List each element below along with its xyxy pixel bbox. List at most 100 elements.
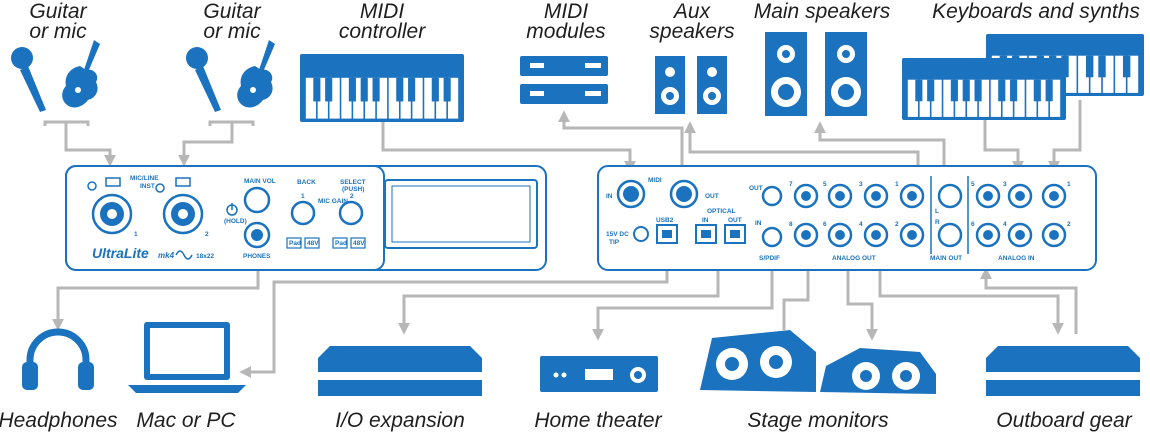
jack-hole bbox=[801, 230, 811, 240]
label-home-theater: Home theater bbox=[534, 409, 662, 432]
power-jack[interactable] bbox=[633, 226, 649, 242]
stage-monitor-icon bbox=[820, 348, 936, 394]
inst-label: INST bbox=[140, 183, 155, 190]
midi-out-port[interactable] bbox=[669, 179, 699, 209]
main-out-r-jack[interactable] bbox=[937, 222, 963, 248]
push-label: (PUSH) bbox=[342, 186, 364, 193]
microphone-icon bbox=[11, 47, 46, 112]
phantom-label: 48V bbox=[353, 240, 365, 247]
cables bbox=[43, 100, 1082, 378]
front-panel-outline bbox=[65, 165, 547, 271]
jack-number-label: 1 bbox=[1067, 181, 1071, 188]
main-out-label: MAIN OUT bbox=[930, 255, 962, 262]
synth-keyboard-icon bbox=[902, 58, 1066, 120]
jack-number-label: 2 bbox=[1067, 221, 1071, 228]
label-guitar-mic-1-line2: or mic bbox=[29, 20, 87, 43]
aux-speaker-icon bbox=[655, 56, 727, 114]
jack-hole bbox=[835, 230, 845, 240]
combo-input-jack[interactable] bbox=[155, 177, 204, 235]
jack-hole bbox=[983, 230, 993, 240]
pad-button[interactable] bbox=[286, 237, 302, 249]
knob-2-label: 2 bbox=[350, 193, 354, 200]
main-out-r-label: R bbox=[935, 219, 940, 226]
pad-button[interactable] bbox=[332, 237, 348, 249]
combo-input-jack[interactable] bbox=[87, 177, 133, 235]
optical-out-label: OUT bbox=[728, 217, 742, 224]
hold-label: (HOLD) bbox=[224, 218, 247, 225]
jack-hole bbox=[983, 191, 993, 201]
label-computer: Mac or PC bbox=[136, 409, 236, 432]
phones-label: PHONES bbox=[243, 253, 271, 260]
jack-hole bbox=[871, 191, 881, 201]
bottom-labels: Headphones Mac or PC I/O expansion Home … bbox=[0, 409, 1133, 432]
cable-midi-modules bbox=[558, 110, 684, 178]
label-main-speakers: Main speakers bbox=[754, 0, 891, 23]
spdif-in-label: IN bbox=[755, 220, 762, 227]
spdif-out-jack[interactable] bbox=[761, 185, 783, 207]
front-panel: MIC/LINE INST 1 2 UltraLite mk4 18x22 (H… bbox=[65, 165, 538, 271]
jack-number-label: 3 bbox=[1003, 181, 1007, 188]
outboard-gear-icon bbox=[986, 346, 1140, 396]
phantom-button[interactable] bbox=[350, 237, 366, 249]
jack-number-label: 8 bbox=[789, 221, 793, 228]
gain-knob-1[interactable] bbox=[290, 200, 316, 226]
optical-in-label: IN bbox=[702, 217, 709, 224]
phantom-button[interactable] bbox=[304, 237, 320, 249]
jack-hole bbox=[1015, 230, 1025, 240]
label-guitar-mic-2-line1: Guitar bbox=[203, 0, 261, 23]
cable-outboard-send bbox=[878, 262, 1064, 335]
jack-number-label: 5 bbox=[823, 181, 827, 188]
tip-label: TIP bbox=[609, 239, 620, 246]
back-label: BACK bbox=[297, 179, 316, 186]
main-out-l-jack[interactable] bbox=[937, 183, 963, 209]
jack-number-label: 3 bbox=[859, 181, 863, 188]
label-midi-modules-line1: MIDI bbox=[544, 0, 588, 23]
home-theater-icon bbox=[540, 356, 658, 392]
cable-midi-controller bbox=[381, 122, 636, 173]
jack-number-label: 5 bbox=[971, 181, 975, 188]
spdif-out-label: OUT bbox=[749, 185, 763, 192]
guitar-icon bbox=[62, 40, 100, 108]
cable-home-theater bbox=[592, 268, 774, 341]
jack-hole bbox=[871, 230, 881, 240]
jack-hole bbox=[1049, 191, 1059, 201]
input-1-label: 1 bbox=[134, 231, 138, 238]
wave-icon bbox=[175, 250, 193, 260]
pad-label: Pad bbox=[289, 240, 301, 247]
pad-label: Pad bbox=[335, 240, 347, 247]
rear-panel: MIDI IN OUT 15V DC TIP USB2 OPTICAL IN O… bbox=[597, 165, 1097, 271]
spdif-in-jack[interactable] bbox=[761, 226, 783, 248]
cable-outboard-return bbox=[980, 267, 1078, 334]
power-button-icon[interactable] bbox=[226, 203, 238, 216]
jack-hole bbox=[801, 191, 811, 201]
jack-number-label: 1 bbox=[895, 181, 899, 188]
model-logo: mk4 bbox=[158, 251, 175, 260]
guitar-icon bbox=[237, 40, 275, 108]
phones-jack-hole bbox=[251, 229, 263, 241]
main-volume-knob[interactable] bbox=[243, 186, 271, 214]
brand-logo: UltraLite bbox=[92, 245, 149, 261]
jack-number-label: 6 bbox=[823, 221, 827, 228]
label-guitar-mic-2-line2: or mic bbox=[203, 20, 261, 43]
jack-number-label: 4 bbox=[1003, 221, 1007, 228]
cable-computer bbox=[239, 268, 669, 378]
gain-knob-2[interactable] bbox=[338, 200, 364, 226]
cable-io-expansion bbox=[398, 268, 720, 335]
midi-in-port[interactable] bbox=[616, 179, 646, 209]
cable-main-speakers bbox=[814, 121, 946, 182]
midi-label: MIDI bbox=[648, 177, 662, 184]
label-guitar-mic-1-line1: Guitar bbox=[29, 0, 87, 23]
jack-number-label: 4 bbox=[859, 221, 863, 228]
cable-headphones bbox=[52, 262, 260, 331]
label-midi-controller-line2: controller bbox=[339, 20, 426, 43]
jack-hole bbox=[1049, 230, 1059, 240]
midi-module-icon bbox=[520, 56, 608, 104]
spdif-label: S/PDIF bbox=[759, 255, 780, 262]
power-label: 15V DC bbox=[606, 231, 629, 238]
label-headphones: Headphones bbox=[0, 409, 118, 432]
jack-hole bbox=[907, 191, 917, 201]
